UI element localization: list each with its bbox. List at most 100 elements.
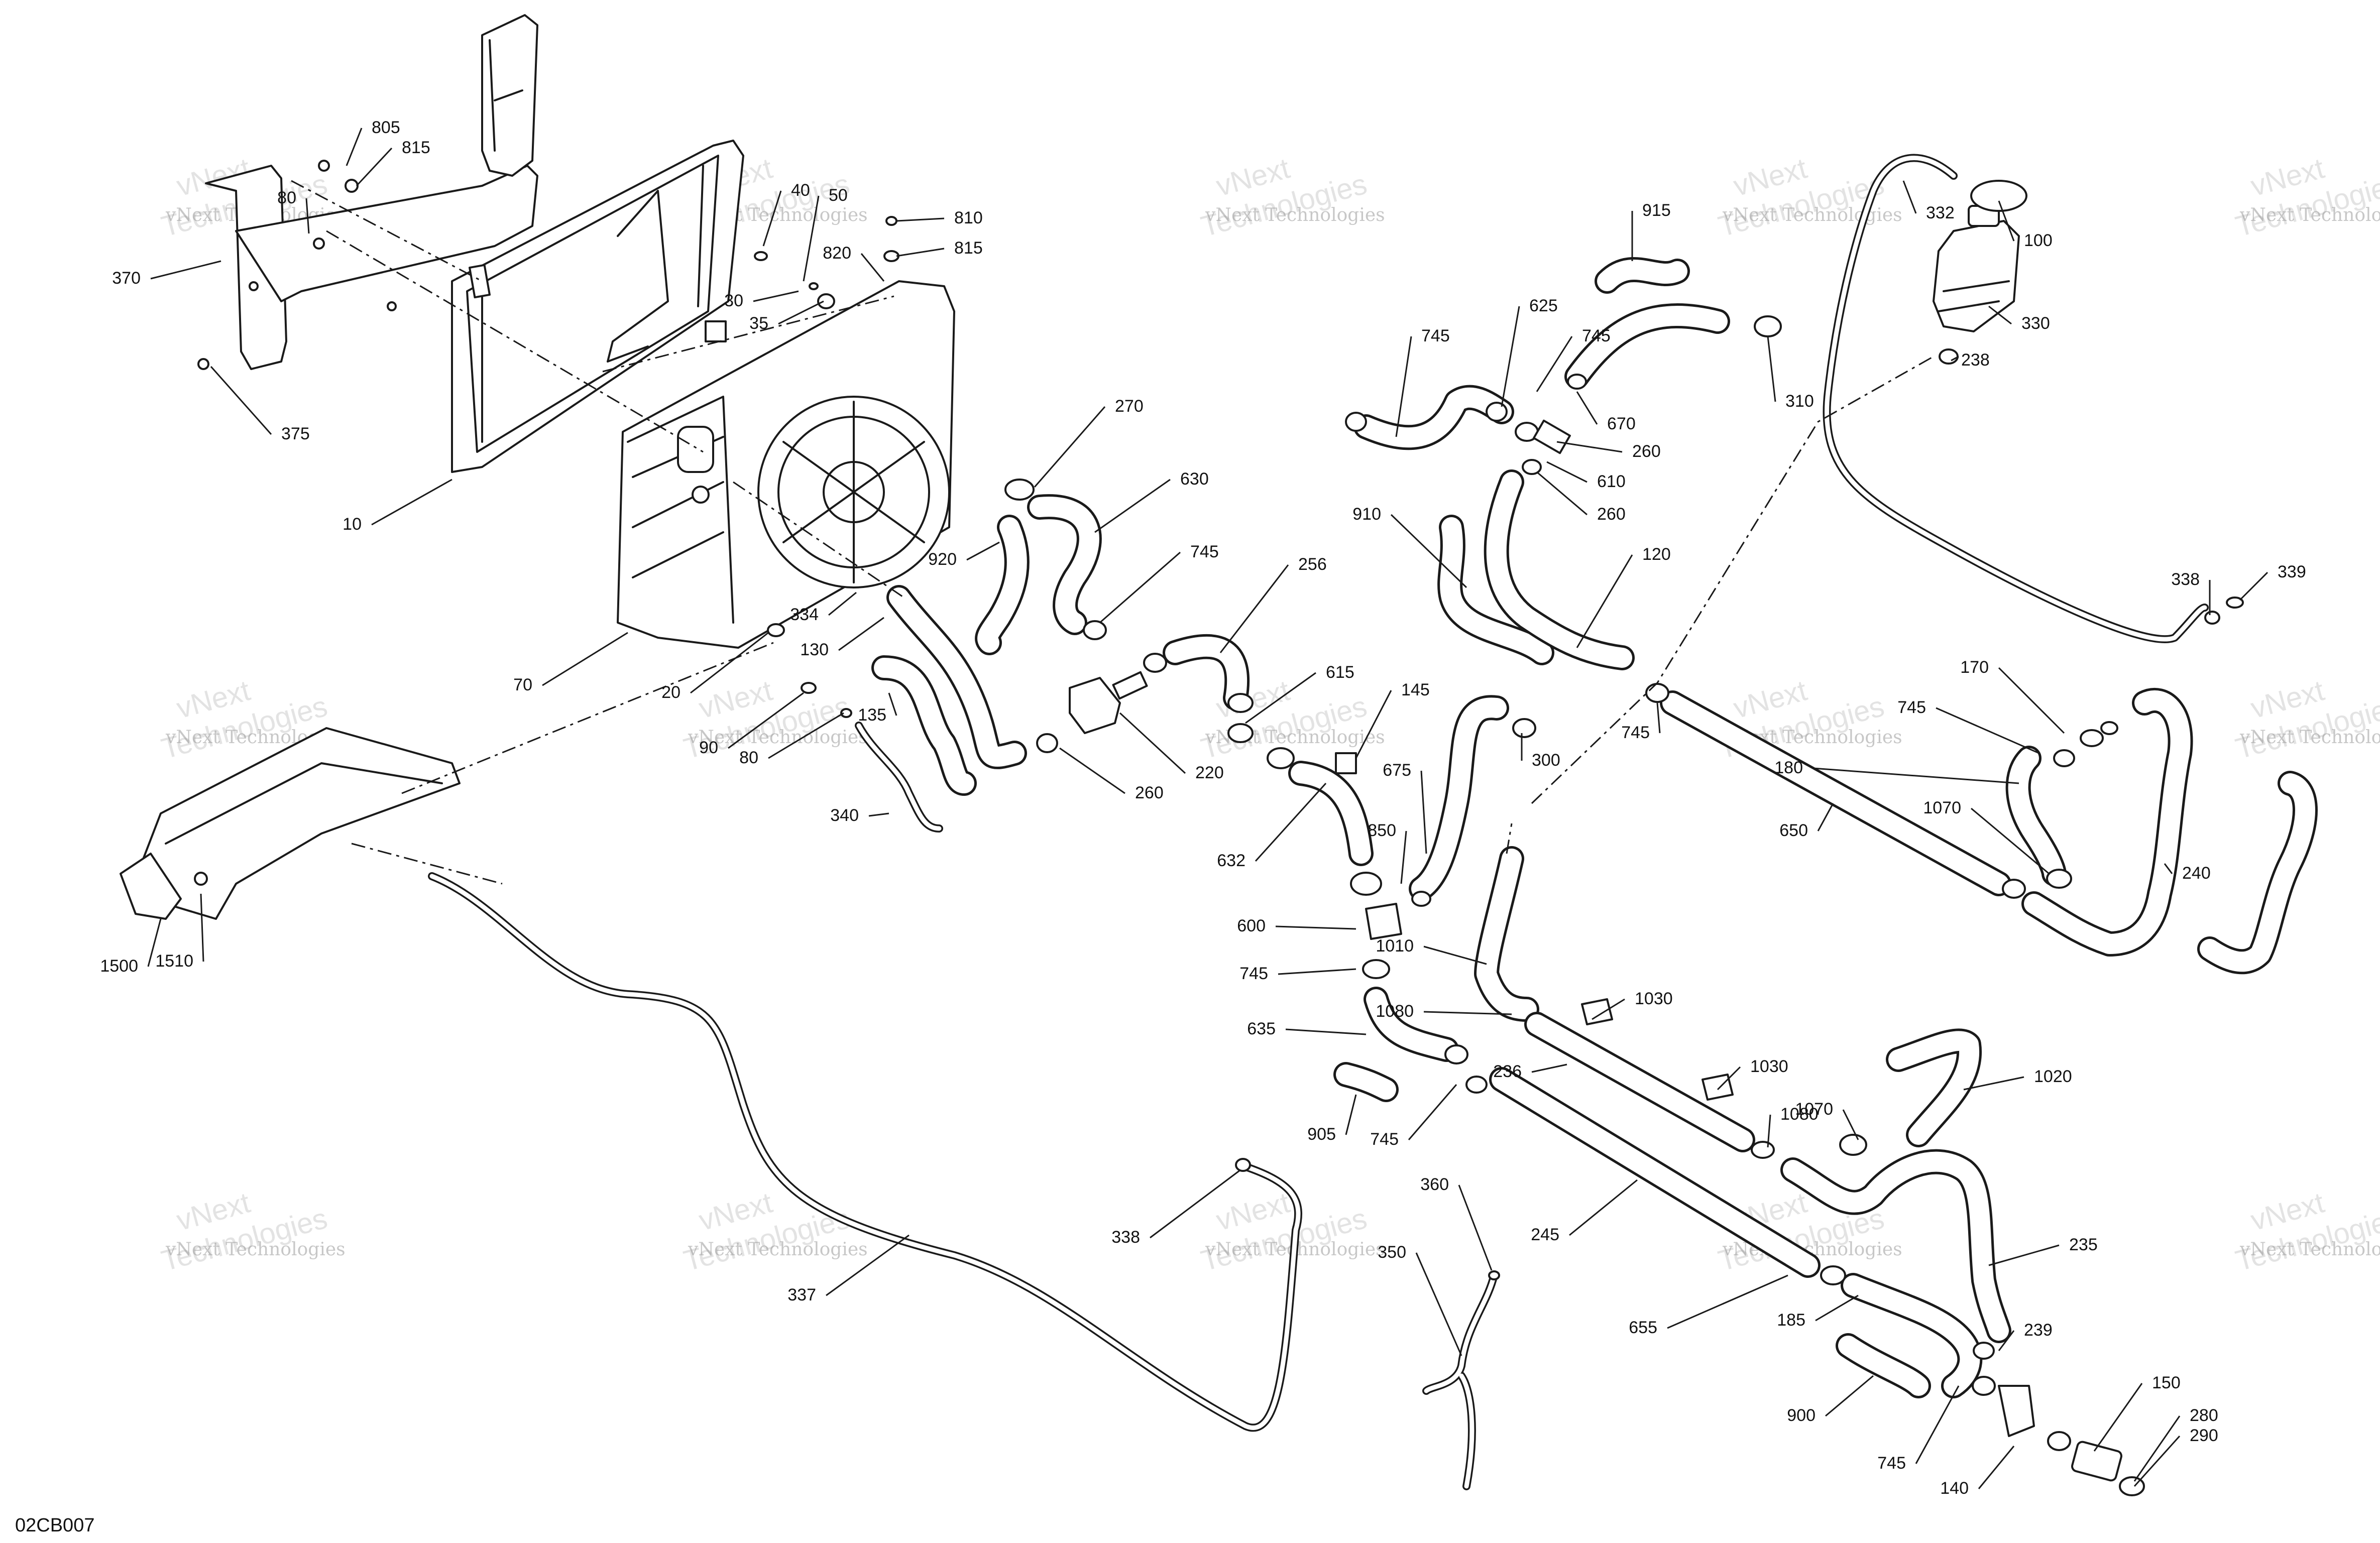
leader-630 (1094, 479, 1171, 533)
callout-10: 10 (343, 515, 362, 534)
leader-632 (1255, 782, 1327, 862)
callout-90: 90 (699, 738, 718, 757)
callout-260: 260 (1632, 442, 1661, 461)
callout-340: 340 (830, 806, 859, 825)
callout-256: 256 (1298, 555, 1327, 574)
callout-337: 337 (787, 1285, 816, 1304)
leader-50 (803, 195, 820, 282)
callout-632: 632 (1217, 851, 1245, 870)
leader-338 (1150, 1169, 1241, 1239)
leader-655 (1667, 1274, 1788, 1329)
tube-332 (1823, 154, 2209, 644)
leader-238 (1951, 355, 1959, 362)
callout-815: 815 (954, 239, 983, 258)
callout-745: 745 (1370, 1130, 1399, 1149)
leader-1080 (1767, 1114, 1771, 1148)
callout-850: 850 (1368, 821, 1396, 840)
callout-100: 100 (2024, 231, 2053, 250)
callout-238: 238 (1961, 350, 1990, 370)
bracket-370 (197, 14, 538, 370)
callout-910: 910 (1352, 505, 1381, 524)
leader-1020 (1963, 1076, 2024, 1091)
leader-330 (1988, 305, 2012, 325)
callout-70: 70 (513, 675, 532, 694)
leader-90 (728, 692, 804, 749)
bracket-1500 (120, 727, 461, 920)
callout-120: 120 (1642, 545, 1671, 564)
callout-745: 745 (1897, 698, 1926, 717)
callout-650: 650 (1779, 821, 1808, 840)
callout-338: 338 (2171, 570, 2200, 589)
callout-50: 50 (829, 186, 848, 205)
callout-180: 180 (1774, 758, 1803, 777)
leader-815 (896, 248, 945, 257)
leader-140 (1978, 1446, 2015, 1489)
callout-334: 334 (790, 605, 819, 624)
callout-1030: 1030 (1750, 1057, 1788, 1076)
leader-150 (2093, 1383, 2143, 1452)
callout-135: 135 (858, 705, 886, 725)
leader-820 (860, 253, 885, 282)
svg-text:vNext Technologies: vNext Technologies (2239, 727, 2380, 748)
leader-310 (1767, 336, 1776, 402)
svg-text:vNext Technologies: vNext Technologies (1722, 205, 1902, 225)
leader-350 (1415, 1252, 1462, 1356)
callout-900: 900 (1787, 1406, 1816, 1425)
callout-130: 130 (800, 640, 829, 659)
radiator-10 (451, 140, 744, 473)
callout-360: 360 (1420, 1175, 1449, 1194)
leader-600 (1275, 925, 1356, 930)
leader-1030 (1592, 998, 1625, 1020)
callout-235: 235 (2069, 1235, 2098, 1254)
leader-20 (690, 632, 769, 694)
callout-1500: 1500 (100, 957, 138, 976)
callout-330: 330 (2021, 314, 2050, 333)
fasteners-small (754, 216, 899, 718)
leader-10 (371, 479, 452, 526)
leader-1510 (200, 893, 204, 962)
leader-40 (762, 190, 782, 247)
leader-340 (868, 812, 889, 817)
callout-185: 185 (1777, 1311, 1805, 1330)
bolt-805 (318, 160, 359, 193)
leader-145 (1355, 690, 1392, 759)
fittings (1004, 315, 2244, 1496)
leader-239 (1998, 1330, 2015, 1351)
leader-339 (2239, 571, 2269, 601)
leader-745 (1536, 336, 1573, 392)
callout-1030: 1030 (1635, 989, 1673, 1008)
leader-30 (753, 290, 799, 302)
callout-350: 350 (1378, 1243, 1406, 1262)
leader-810 (896, 217, 945, 222)
leader-337 (826, 1234, 910, 1296)
leader-260 (1556, 441, 1623, 453)
leader-1070 (1971, 807, 2050, 875)
callout-675: 675 (1383, 761, 1411, 780)
callout-375: 375 (281, 424, 310, 443)
leader-1010 (1423, 945, 1487, 965)
callout-1080: 1080 (1376, 1002, 1414, 1021)
leader-625 (1501, 306, 1520, 407)
leader-905 (1345, 1094, 1357, 1135)
leader-745 (1099, 551, 1181, 624)
leader-610 (1546, 461, 1588, 483)
callout-805: 805 (372, 118, 400, 137)
leader-332 (1902, 180, 1917, 214)
leader-80 (305, 198, 310, 234)
svg-text:vNext Technologies: vNext Technologies (688, 1239, 868, 1260)
callout-20: 20 (661, 683, 681, 702)
callout-615: 615 (1326, 663, 1354, 682)
callout-810: 810 (954, 208, 983, 227)
callout-1020: 1020 (2034, 1067, 2072, 1086)
leader-260 (1536, 471, 1588, 516)
pipes (1489, 690, 2011, 1278)
leader-236 (1531, 1063, 1567, 1073)
callout-140: 140 (1940, 1479, 1969, 1498)
svg-text:vNext Technologies: vNext Technologies (2239, 1239, 2380, 1260)
callout-260: 260 (1597, 505, 1626, 524)
leader-260 (1059, 747, 1125, 794)
